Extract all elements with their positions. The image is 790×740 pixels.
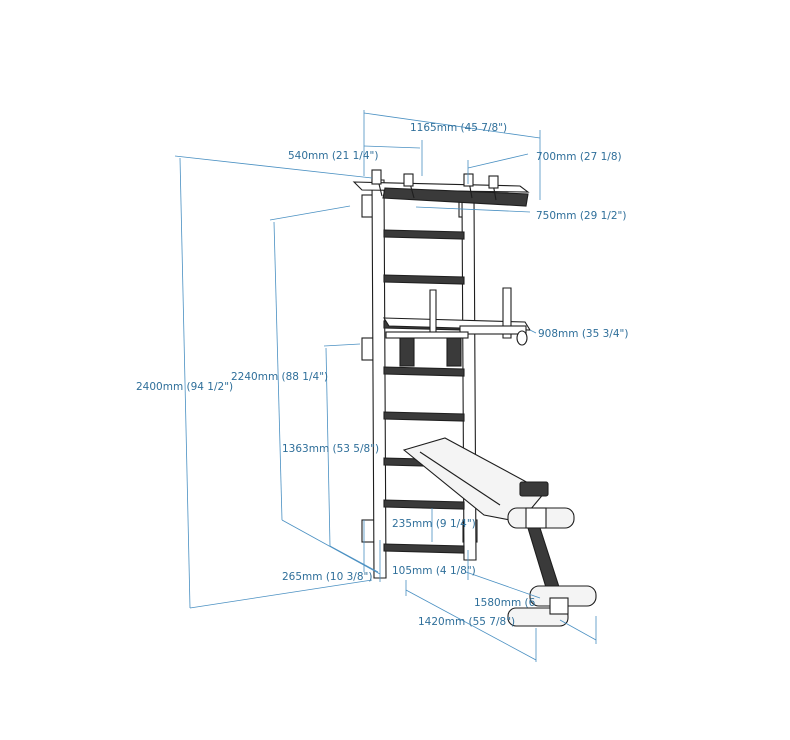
label-depth-total: 1420mm (55 7/8"): [418, 616, 515, 628]
label-bar-inner: 750mm (29 1/2"): [536, 210, 626, 222]
dimension-lines: [174, 110, 597, 662]
adjustable-bench: [402, 437, 597, 627]
ladder-rungs: [383, 229, 465, 554]
label-dip-depth: 908mm (35 3/4"): [538, 328, 628, 340]
label-rung-spacing: 235mm (9 1/4"): [392, 518, 476, 530]
dimension-labels: 1165mm (45 7/8") 540mm (21 1/4") 700mm (…: [136, 122, 628, 628]
label-height-ladder: 2240mm (88 1/4"): [231, 371, 328, 383]
label-bench-length: 1580mm (6: [474, 597, 536, 609]
equipment-drawing: [352, 169, 597, 627]
label-bottom-height: 265mm (10 3/8"): [282, 571, 372, 583]
ladder-frame: [371, 179, 477, 579]
label-width-total: 1165mm (45 7/8"): [410, 122, 507, 134]
pull-up-bar: [352, 169, 530, 207]
label-bar-right: 700mm (27 1/8): [536, 151, 622, 163]
dip-bars: [382, 287, 532, 367]
label-bar-left: 540mm (21 1/4"): [288, 150, 378, 162]
label-bench-offset: 105mm (4 1/8"): [392, 565, 476, 577]
label-height-dip: 1363mm (53 5/8"): [282, 443, 379, 455]
label-height-total: 2400mm (94 1/2"): [136, 381, 233, 393]
